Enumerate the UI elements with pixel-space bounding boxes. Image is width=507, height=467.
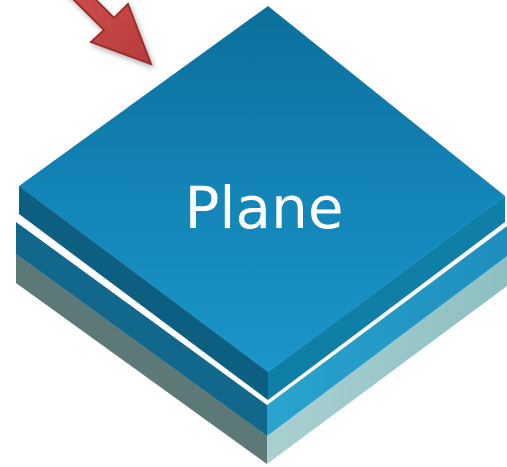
bottom-slab: [16, 254, 507, 464]
arrow-shape: [72, 0, 153, 66]
plane-label: Plane: [184, 174, 343, 242]
middle-slab-right-side: [267, 226, 507, 436]
top-slab: Plane: [19, 6, 505, 400]
pointing-arrow-icon: [72, 0, 153, 66]
middle-slab: [16, 222, 507, 436]
bottom-slab-left-side: [16, 254, 267, 464]
top-slab-right-side: [268, 196, 505, 400]
top-slab-left-side: [19, 186, 268, 400]
middle-slab-left-side: [16, 222, 267, 436]
bottom-slab-right-side: [267, 256, 507, 464]
top-slab-top-face: [19, 6, 505, 372]
